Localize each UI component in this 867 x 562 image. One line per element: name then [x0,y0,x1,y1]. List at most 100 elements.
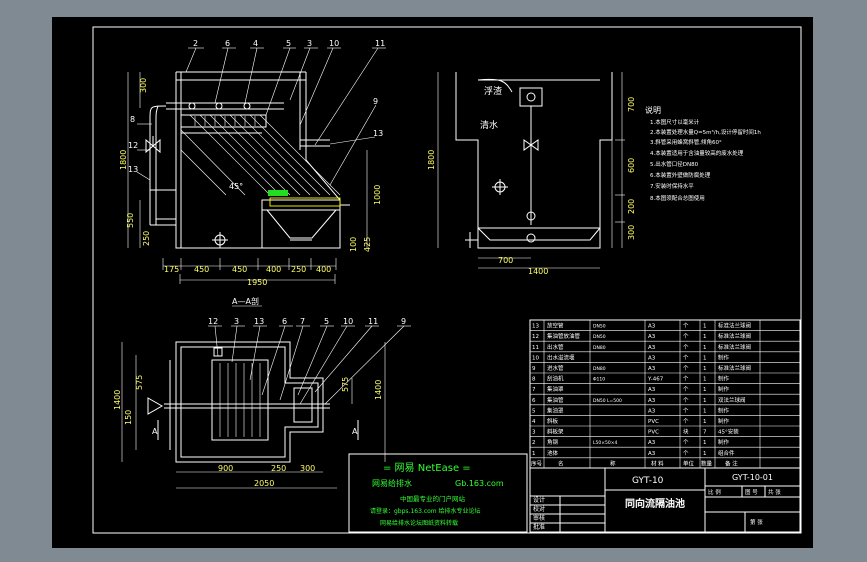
section-callout-7: 7 [300,317,305,326]
table-cell-name: 出水管 [547,343,564,351]
dim-250: 250 [291,265,306,274]
dim-175: 175 [164,265,179,274]
table-cell-quantity: 1 [703,398,707,404]
table-cell-quantity: 1 [703,345,707,351]
table-cell-index: 8 [532,377,536,383]
dim-250-section: 250 [271,464,286,473]
watermark-brand: = 网易 NetEase = [383,462,471,474]
callout-13-right: 13 [373,129,383,138]
title-cell-review: 审核 [533,514,545,522]
watermark-note: 网易给排水论坛图纸资料转载 [380,519,458,527]
table-cell-quantity: 1 [703,408,707,414]
table-cell-material: PVC [648,419,659,425]
callout-4: 4 [253,39,258,48]
table-cell-name: 放空管 [547,322,564,330]
table-cell-material: A3 [648,408,656,414]
table-cell-unit: 个 [683,354,689,361]
table-cell-index: 9 [532,366,536,372]
table-cell-remark: 制作 [718,406,730,414]
table-cell-unit: 块 [683,428,689,436]
section-marker-right: A [352,427,358,436]
table-cell-remark: 标准法兰球阀 [718,343,751,351]
table-cell-unit: 个 [683,407,689,414]
table-cell-quantity: 1 [703,387,707,393]
table-cell-material: A3 [648,451,656,457]
title-cell-approve: 批准 [533,523,545,531]
table-cell-material: A3 [648,345,656,351]
table-cell-name: 斜板 [547,417,559,425]
table-cell-spec: DN50 [593,324,606,330]
watermark-forum: 请登录：gbps.163.com 给排水专业论坛 [370,507,481,515]
drawing-name: 同向流隔油池 [625,497,685,510]
section-callout-6: 6 [282,317,287,326]
table-cell-name: 集油罩 [547,406,564,414]
dim-1800-side: 1800 [427,150,436,170]
title-cell-sheet-no: 第 张 [750,518,763,526]
section-callout-3: 3 [234,317,239,326]
table-cell-quantity: 1 [703,440,707,446]
notes-title: 说明 [645,105,661,115]
watermark-slogan: 中国最专业的门户网站 [400,494,466,503]
note-3: 3.斜管采用蜂窝斜管,倾角60° [650,138,722,146]
table-cell-material: A3 [648,440,656,446]
table-header-quantity: 数量 [701,459,713,467]
title-cell-design: 设计 [533,496,545,504]
dim-425: 425 [363,237,372,252]
table-cell-material: A3 [648,366,656,372]
table-cell-material: PVC [648,430,659,436]
table-cell-unit: 个 [683,333,689,340]
dim-700-right: 700 [627,97,636,112]
table-cell-unit: 个 [683,365,689,372]
dim-400-a: 400 [266,265,281,274]
table-cell-material: Y-467 [647,377,664,383]
section-callout-5: 5 [324,317,329,326]
table-cell-material: A3 [648,324,656,330]
dim-400-b: 400 [316,265,331,274]
table-cell-material: A3 [648,334,656,340]
drawing-sheet [52,17,813,548]
table-cell-quantity: 1 [703,366,707,372]
table-cell-index: 12 [532,334,539,340]
table-cell-remark: 制作 [718,375,730,383]
design-notes: 说明 1.本图尺寸以毫米计 2.本装置处理水量Q=5m³/h,设计停留时间1h … [645,105,761,202]
note-8: 8.本图须配合总图使用 [650,194,705,202]
dim-575-left: 575 [135,375,144,390]
table-cell-remark: 制作 [718,353,730,361]
dim-900: 900 [218,464,233,473]
table-cell-quantity: 1 [703,334,707,340]
table-cell-name: 集油管放油管 [547,332,581,340]
watermark-site-name: 网易给排水 [372,478,412,488]
dim-600: 600 [627,158,636,173]
table-cell-unit: 个 [683,439,689,446]
table-cell-unit: 个 [683,386,689,393]
angle-45: 45° [229,182,243,191]
table-header-remark: 备 注 [725,459,738,467]
drawing-code: GYT-10 [632,476,664,486]
table-cell-name: 集油罩 [547,385,564,393]
dim-300: 300 [139,78,148,93]
oil-collector-highlight [268,190,288,196]
table-cell-unit: 个 [683,323,689,330]
table-cell-spec: DN50 L=500 [593,398,622,404]
dim-1400-section: 1400 [113,390,122,410]
table-cell-remark: 标准法兰球阀 [718,322,751,330]
watermark-site-url: Gb.163.com [455,479,504,488]
table-cell-unit: 个 [683,418,689,425]
title-cell-check: 校对 [533,505,545,513]
label-scum: 浮渣 [484,85,502,97]
title-cell-scale: 比 例 [708,488,721,496]
table-cell-name: 集油管 [547,396,564,404]
section-callout-13: 13 [254,317,264,326]
dim-575-right: 575 [341,377,350,392]
table-cell-quantity: 1 [703,451,707,457]
callout-12: 12 [128,141,138,150]
section-plan: A—A剖 A A 1400 575 150 575 1400 [113,296,411,489]
front-elevation: 175 450 450 400 250 400 1950 1800 300 55… [119,39,386,287]
table-cell-quantity: 1 [703,419,707,425]
table-cell-index: 6 [532,398,536,404]
note-2: 2.本装置处理水量Q=5m³/h,设计停留时间1h [650,128,761,136]
dim-1800: 1800 [119,150,128,170]
dim-250-left: 250 [142,231,151,246]
